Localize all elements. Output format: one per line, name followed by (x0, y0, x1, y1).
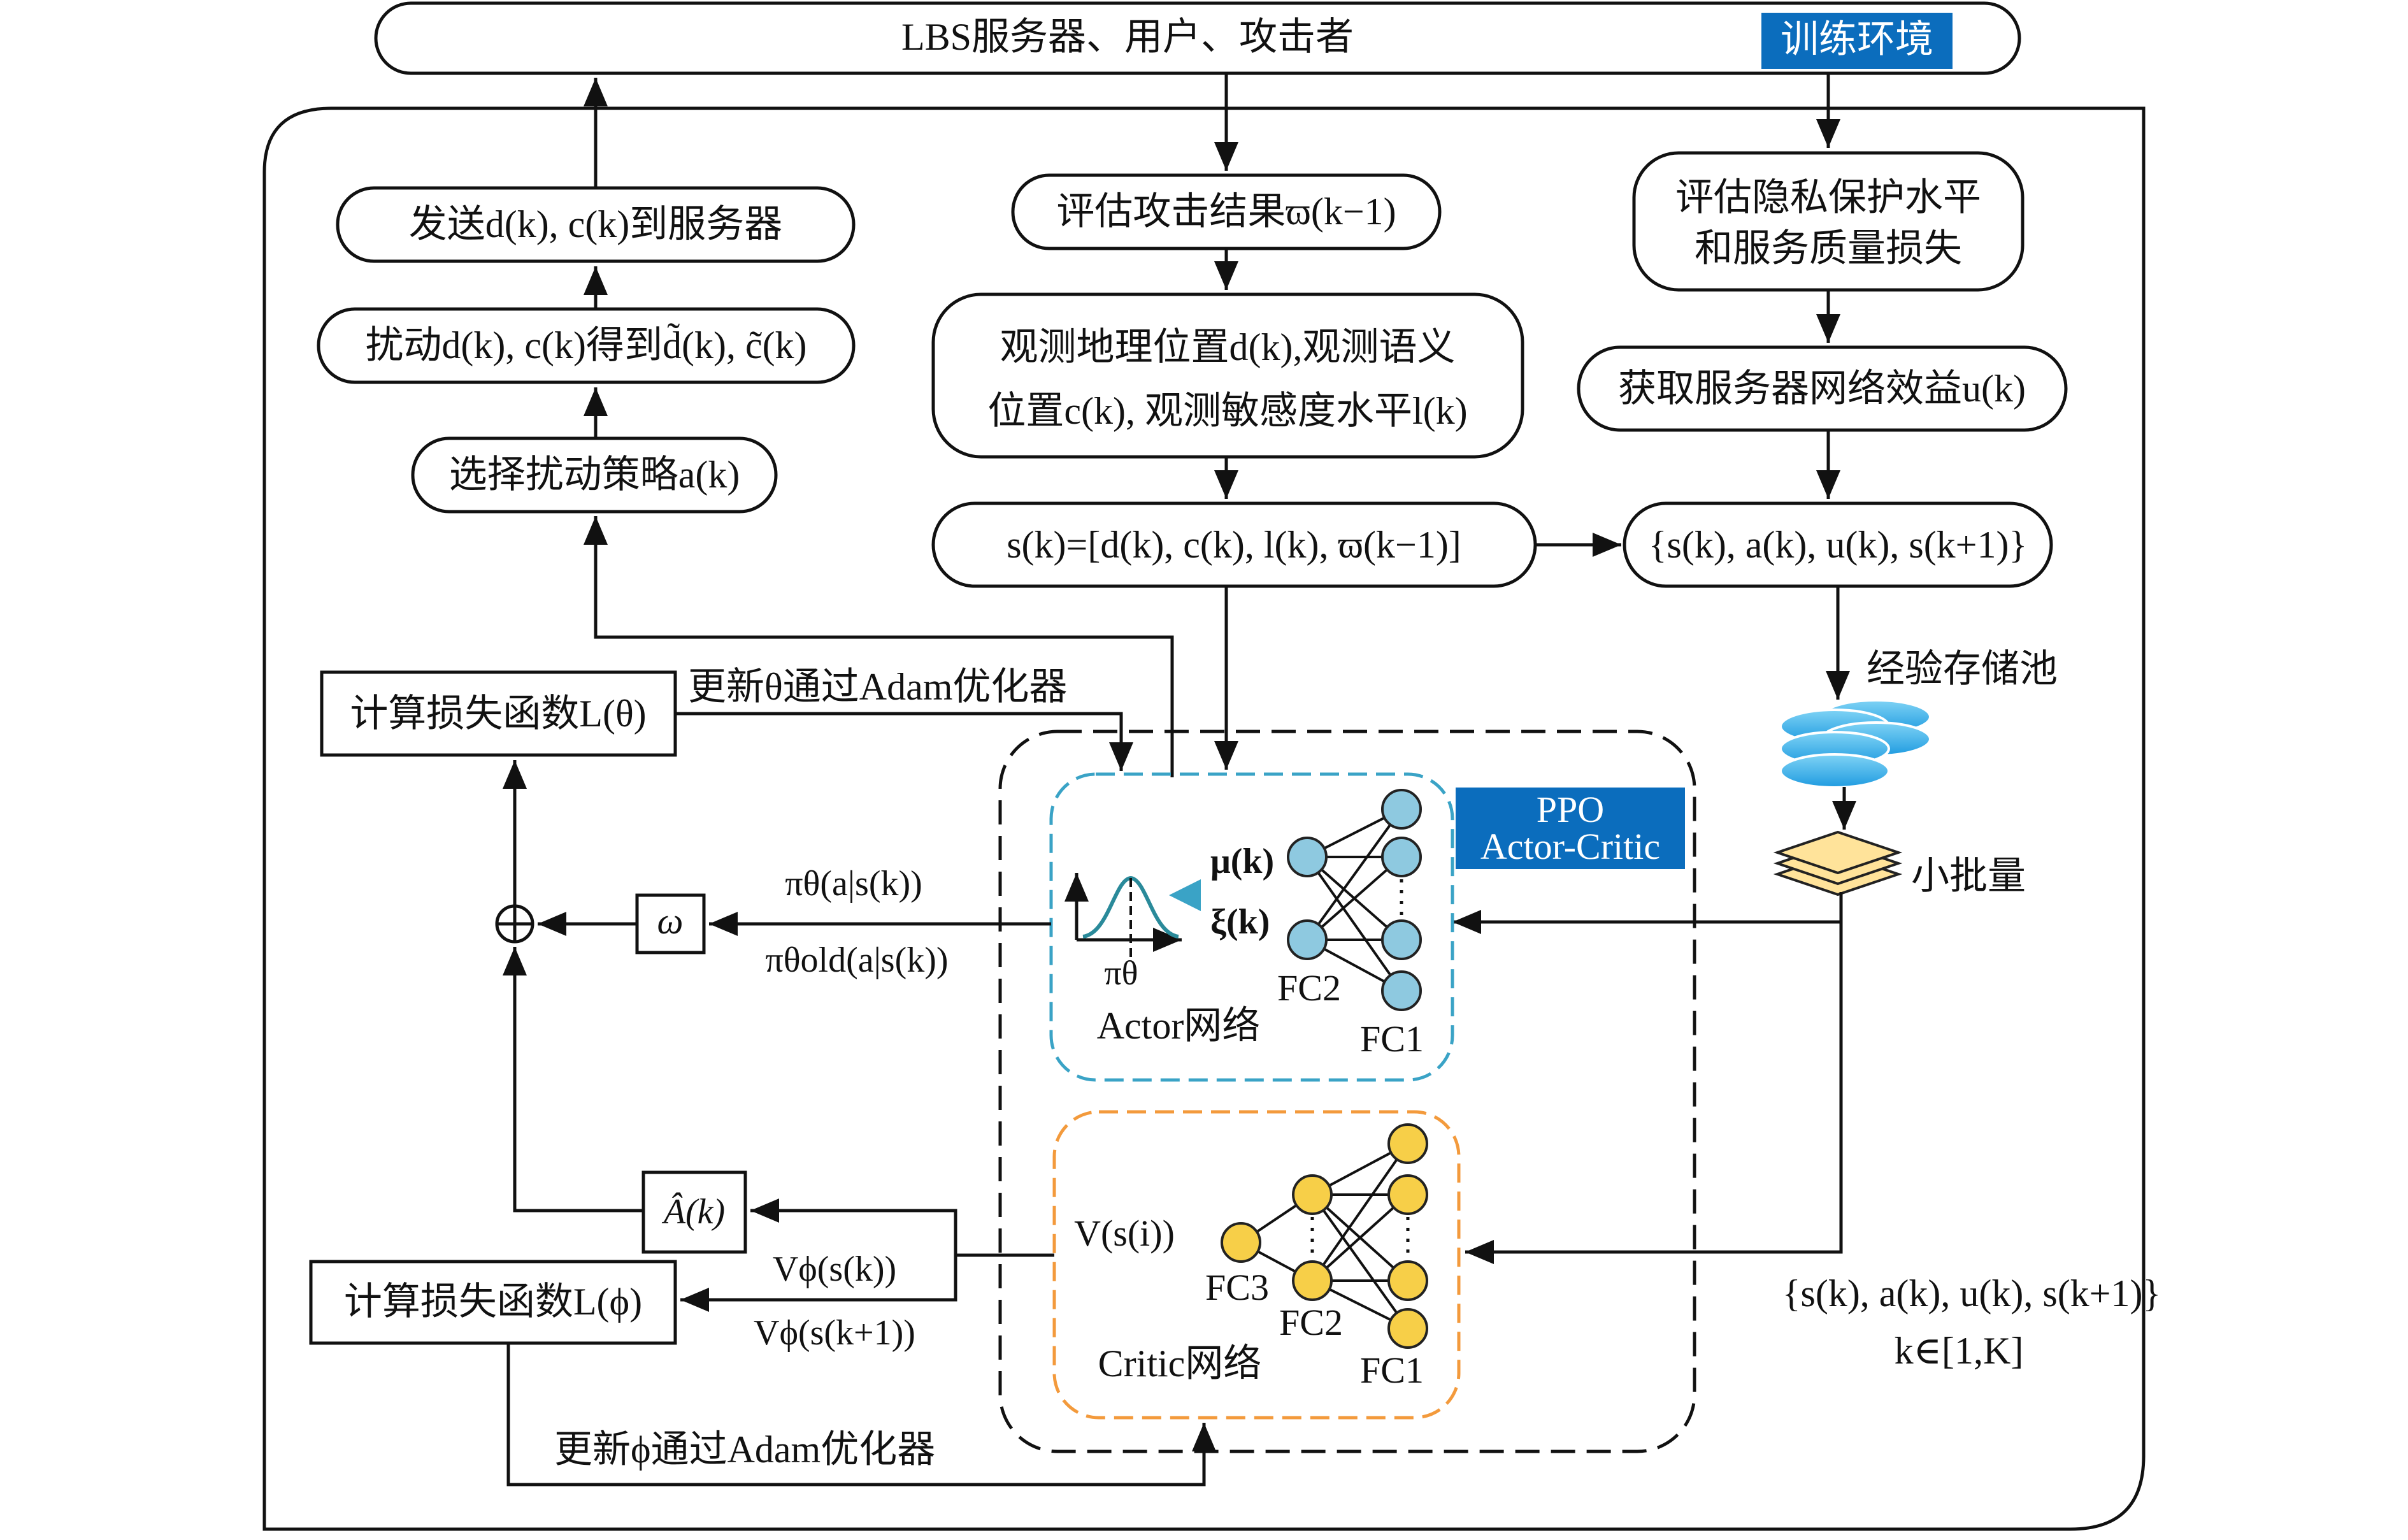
k-range-label: k∈[1,K] (1895, 1330, 2024, 1372)
observe-label-line1: 观测地理位置d(k),观测语义 (1000, 326, 1456, 368)
critic-node (1221, 1222, 1261, 1263)
observe-box (931, 292, 1524, 459)
arrow-actor-to-select (584, 516, 1174, 777)
critic-network-frame (1052, 1110, 1461, 1420)
update-theta-label: 更新θ通过Adam优化器 (688, 666, 1067, 708)
utility-label: 获取服务器网络效益u(k) (1618, 368, 2026, 410)
critic-node (1387, 1174, 1428, 1215)
privacy-label-line1: 评估隐私保护水平 (1675, 176, 1981, 219)
xi-label: ξ(k) (1210, 902, 1270, 942)
v-phi-label: Vϕ(s(k)) (773, 1249, 896, 1289)
omega-label: ω (657, 900, 684, 942)
actor-policy-plot (1064, 873, 1182, 962)
update-phi-label: 更新ϕ通过Adam优化器 (554, 1428, 935, 1471)
critic-fc2-label: FC2 (1279, 1302, 1343, 1343)
critic-node (1387, 1260, 1428, 1301)
advantage-label: Â(k) (661, 1192, 725, 1232)
ppo-container (998, 730, 1696, 1453)
actor-network-edges (1306, 808, 1403, 992)
arrow-critic-to-loss-phi (680, 1255, 957, 1312)
perturb-box (317, 307, 856, 384)
actor-fc2-label: FC2 (1277, 967, 1341, 1009)
state-label: s(k)=[d(k), c(k), l(k), ϖ(k−1)] (1007, 524, 1461, 566)
loss-theta-box (320, 670, 677, 757)
critic-node (1292, 1260, 1333, 1301)
critic-node (1387, 1308, 1428, 1349)
actor-node (1381, 837, 1422, 877)
training-env-badge (1761, 13, 1953, 69)
critic-node (1292, 1174, 1333, 1215)
replay-buffer-label: 经验存储池 (1867, 648, 2058, 690)
arrow-advantage-to-sum (503, 947, 643, 1213)
pi-old-prob-label: πθold(a|s(k)) (765, 940, 948, 980)
actor-fc1-label: FC1 (1360, 1018, 1424, 1060)
batch-tuple-label: {s(k), a(k), u(k), s(k+1)} (1782, 1272, 2161, 1314)
arrow-update-theta (675, 712, 1133, 771)
actor-network-label: Actor网络 (1097, 1005, 1261, 1047)
arrow-critic-to-advantage (750, 1198, 1054, 1257)
actor-output-arrow (1169, 879, 1201, 911)
actor-node (1381, 789, 1422, 830)
actor-node (1381, 970, 1422, 1011)
outer-frame (262, 106, 2146, 1531)
actor-node (1287, 837, 1328, 877)
ppo-badge-line2: Actor-Critic (1480, 826, 1660, 867)
environment-label: LBS服务器、用户、攻击者 (901, 16, 1354, 58)
observe-label-line2: 位置c(k), 观测敏感度水平l(k) (987, 390, 1467, 432)
critic-fc3-label: FC3 (1205, 1267, 1269, 1308)
training-env-badge-label: 训练环境 (1781, 18, 1933, 61)
database-icon (1779, 699, 1931, 789)
arrow-minibatch-to-actor (1452, 892, 1843, 934)
evaluate-attack-label: 评估攻击结果ϖ(k−1) (1056, 191, 1396, 233)
utility-box (1577, 345, 2068, 432)
minibatch-label: 小批量 (1911, 855, 2026, 897)
select-strategy-label: 选择扰动策略a(k) (449, 454, 740, 496)
minibatch-layers-icon (1773, 830, 1903, 896)
send-label: 发送d(k), c(k)到服务器 (409, 203, 783, 245)
mu-label: μ(k) (1210, 842, 1274, 881)
pi-theta-label: πθ (1104, 954, 1138, 992)
loss-phi-label: 计算损失函数L(ϕ) (344, 1281, 642, 1323)
actor-node (1287, 919, 1328, 960)
v-phi-next-label: Vϕ(s(k+1)) (754, 1313, 915, 1353)
loss-phi-box (309, 1260, 677, 1345)
environment-bar (374, 1, 2021, 75)
perturb-label: 扰动d(k), c(k)得到d̃(k), c̃(k) (365, 324, 806, 366)
critic-node (1387, 1123, 1428, 1164)
pi-theta-prob-label: πθ(a|s(k)) (785, 864, 922, 903)
transition-tuple-label: {s(k), a(k), u(k), s(k+1)} (1649, 524, 2028, 566)
privacy-label-line2: 和服务质量损失 (1695, 227, 1962, 270)
critic-fc1-label: FC1 (1360, 1349, 1424, 1391)
actor-network-frame (1049, 772, 1454, 1082)
arrow-update-phi (506, 1343, 1216, 1486)
loss-theta-label: 计算损失函数L(θ) (350, 693, 646, 735)
critic-network-label: Critic网络 (1098, 1342, 1262, 1385)
ppo-badge-line1: PPO (1537, 789, 1604, 830)
actor-node (1381, 919, 1422, 960)
ppo-badge (1456, 788, 1685, 869)
critic-value-label: V(s(i)) (1074, 1213, 1175, 1254)
arrow-minibatch-to-critic (1465, 922, 1843, 1264)
